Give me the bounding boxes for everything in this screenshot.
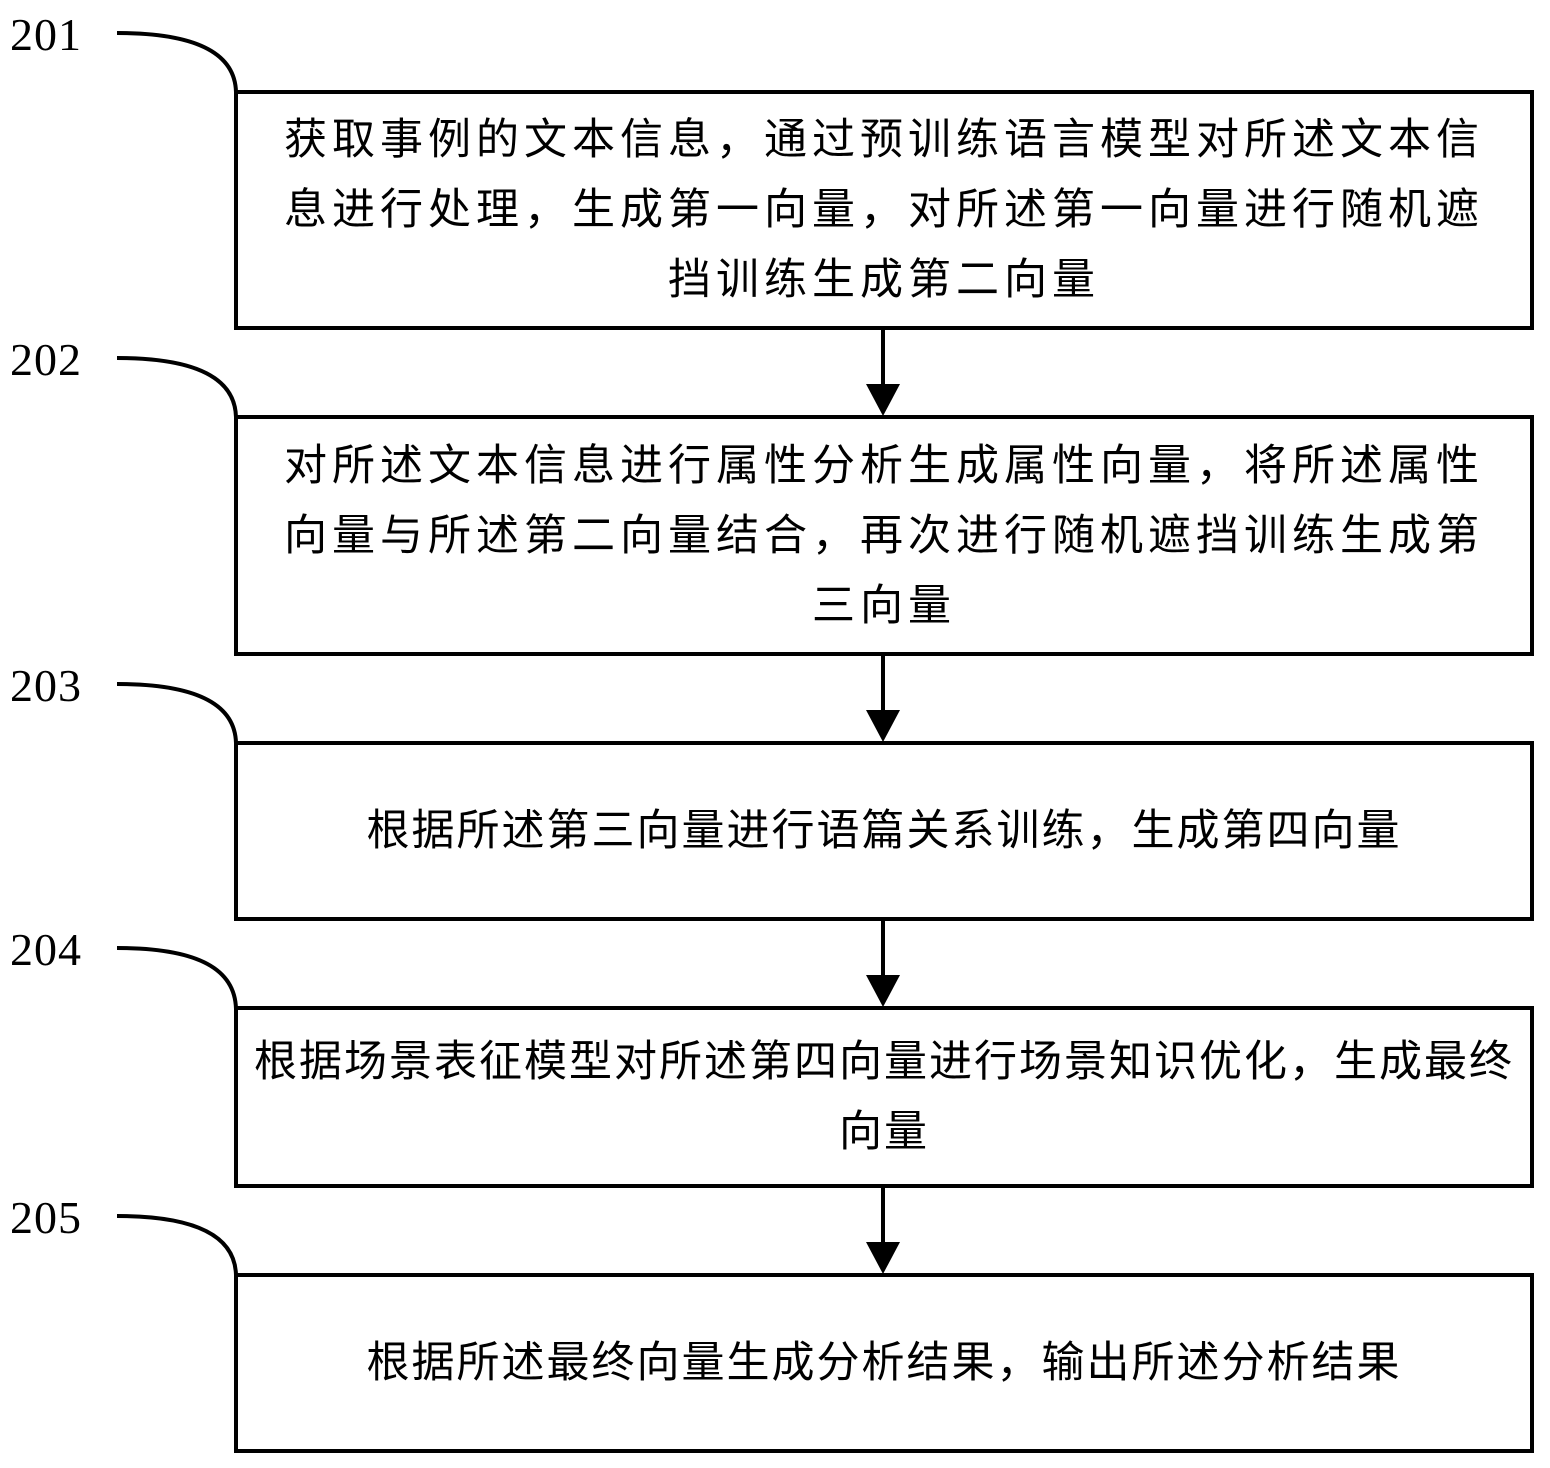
leader-line-202 bbox=[116, 356, 238, 418]
arrow-203-to-204 bbox=[866, 920, 900, 1007]
arrow-204-to-205 bbox=[866, 1187, 900, 1274]
step-text-202: 对所述文本信息进行属性分析生成属性向量，将所述属性向量与所述第二向量结合，再次进… bbox=[284, 440, 1484, 631]
step-box-205: 根据所述最终向量生成分析结果，输出所述分析结果 bbox=[234, 1273, 1534, 1453]
step-box-204: 根据场景表征模型对所述第四向量进行场景知识优化，生成最终向量 bbox=[234, 1006, 1534, 1188]
leader-line-201 bbox=[116, 31, 238, 93]
step-text-204: 根据场景表征模型对所述第四向量进行场景知识优化，生成最终向量 bbox=[254, 1037, 1514, 1157]
step-number-202: 202 bbox=[10, 334, 82, 385]
leader-line-205 bbox=[116, 1214, 238, 1276]
step-box-203: 根据所述第三向量进行语篇关系训练，生成第四向量 bbox=[234, 741, 1534, 921]
step-number-205: 205 bbox=[10, 1192, 82, 1243]
step-number-204: 204 bbox=[10, 924, 82, 975]
step-text-201: 获取事例的文本信息，通过预训练语言模型对所述文本信息进行处理，生成第一向量，对所… bbox=[284, 115, 1484, 305]
leader-line-203 bbox=[116, 682, 238, 744]
arrow-201-to-202 bbox=[866, 329, 900, 416]
arrow-202-to-203 bbox=[866, 655, 900, 742]
step-number-203: 203 bbox=[10, 660, 82, 711]
step-box-202: 对所述文本信息进行属性分析生成属性向量，将所述属性向量与所述第二向量结合，再次进… bbox=[234, 415, 1534, 656]
step-text-203: 根据所述第三向量进行语篇关系训练，生成第四向量 bbox=[366, 806, 1402, 856]
step-text-205: 根据所述最终向量生成分析结果，输出所述分析结果 bbox=[366, 1338, 1402, 1388]
step-box-201: 获取事例的文本信息，通过预训练语言模型对所述文本信息进行处理，生成第一向量，对所… bbox=[234, 90, 1534, 330]
leader-line-204 bbox=[116, 946, 238, 1010]
step-number-201: 201 bbox=[10, 9, 82, 60]
